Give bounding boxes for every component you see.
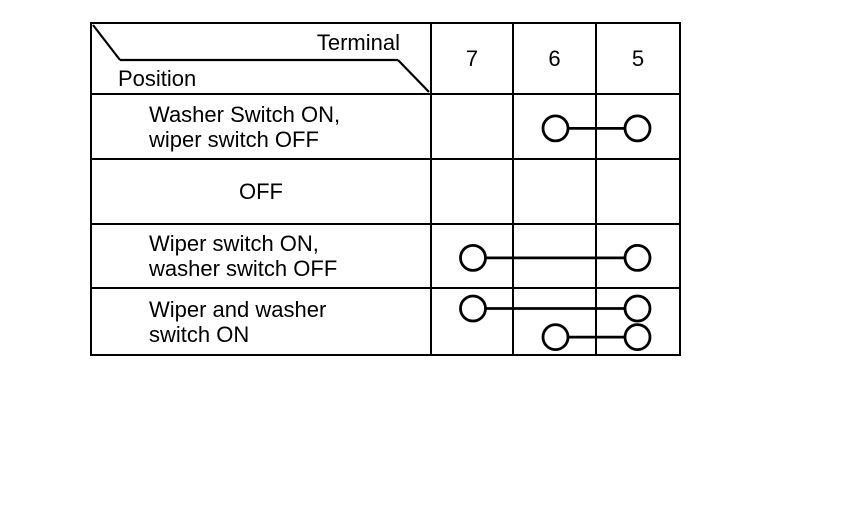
terminal-cells-row	[432, 160, 679, 225]
terminal-column-header-6: 6	[514, 24, 597, 95]
column-divider	[512, 160, 514, 223]
terminal-cells-row	[432, 289, 679, 354]
position-cell: OFF	[92, 160, 432, 225]
terminal-circle-6	[541, 323, 570, 351]
connection-diagram	[459, 243, 652, 272]
connection-7-5	[459, 294, 652, 323]
terminal-circle-5	[623, 294, 652, 323]
connection-7-5	[459, 243, 652, 272]
column-divider	[595, 289, 597, 354]
position-label-line: washer switch OFF	[149, 256, 338, 281]
position-cell: Washer Switch ON,wiper switch OFF	[92, 95, 432, 160]
position-cell: Wiper switch ON,washer switch OFF	[92, 225, 432, 289]
terminal-circle-5	[623, 114, 652, 143]
terminal-circle-6	[541, 114, 570, 143]
connection-diagram	[459, 294, 652, 351]
column-divider	[512, 289, 514, 354]
column-divider	[512, 225, 514, 287]
terminal-column-header-5: 5	[597, 24, 679, 95]
column-divider	[595, 160, 597, 223]
column-divider	[595, 225, 597, 287]
terminal-circle-5	[623, 243, 652, 272]
terminal-circle-7	[459, 294, 487, 323]
terminal-connection-table: Terminal Position 7 6 5 Washer Switch ON…	[90, 22, 681, 356]
position-header-label: Position	[118, 66, 197, 91]
connection-6-5	[541, 114, 652, 143]
terminal-header-label: Terminal	[316, 30, 400, 55]
diagonal-divider	[92, 24, 430, 93]
terminal-cells-row	[432, 225, 679, 289]
terminal-circle-7	[459, 243, 487, 272]
column-divider	[595, 95, 597, 158]
position-label-line: wiper switch OFF	[149, 126, 319, 152]
position-label-line: Washer Switch ON,	[149, 101, 341, 127]
column-divider	[512, 95, 514, 158]
corner-header-cell: Terminal Position	[92, 24, 432, 95]
connection-6-5	[541, 323, 652, 351]
position-label-line: OFF	[239, 179, 283, 204]
terminal-column-header-7: 7	[432, 24, 514, 95]
connection-diagram	[432, 160, 679, 223]
terminal-circle-5	[623, 323, 652, 351]
connection-diagram	[541, 114, 652, 143]
position-label-line: switch ON	[149, 321, 250, 347]
position-label-line: Wiper and washer	[149, 296, 327, 322]
position-label-line: Wiper switch ON,	[149, 231, 319, 256]
terminal-cells-row	[432, 95, 679, 160]
